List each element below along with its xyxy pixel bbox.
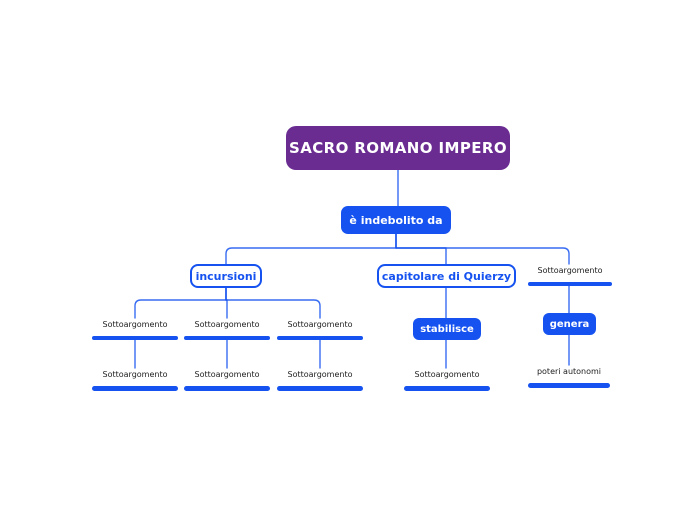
- node-label: Sottoargomento: [102, 320, 168, 329]
- connector-n2-n7: [225, 287, 321, 319]
- node-underline-bar: [404, 386, 490, 391]
- node-label: Sottoargomento: [194, 320, 260, 329]
- mindmap-node-n7[interactable]: Sottoargomento: [277, 318, 363, 340]
- mindmap-node-n1[interactable]: è indebolito da: [341, 206, 451, 234]
- node-label: Sottoargomento: [537, 266, 603, 275]
- mindmap-node-n3[interactable]: capitolare di Quierzy: [377, 264, 516, 288]
- node-underline-bar: [92, 386, 178, 391]
- connector-n1-n3: [395, 233, 447, 265]
- mindmap-node-n12[interactable]: Sottoargomento: [277, 368, 363, 391]
- mindmap-node-n8[interactable]: stabilisce: [413, 318, 481, 340]
- node-label: Sottoargomento: [194, 370, 260, 379]
- mindmap-node-n10[interactable]: Sottoargomento: [92, 368, 178, 391]
- mindmap-node-n13[interactable]: Sottoargomento: [404, 368, 490, 391]
- connector-n2-n5: [134, 287, 227, 319]
- node-underline-bar: [92, 336, 178, 340]
- node-label: è indebolito da: [349, 213, 443, 227]
- node-label: incursioni: [195, 269, 257, 283]
- mindmap-node-n6[interactable]: Sottoargomento: [184, 318, 270, 340]
- node-label: Sottoargomento: [414, 370, 480, 379]
- node-label: Sottoargomento: [102, 370, 168, 379]
- node-underline-bar: [528, 383, 610, 388]
- connector-n1-n4: [395, 233, 570, 265]
- mindmap-node-n4[interactable]: Sottoargomento: [528, 264, 612, 286]
- mindmap-node-n5[interactable]: Sottoargomento: [92, 318, 178, 340]
- node-label: SACRO ROMANO IMPERO: [289, 139, 507, 157]
- node-underline-bar: [184, 386, 270, 391]
- mindmap-node-root[interactable]: SACRO ROMANO IMPERO: [286, 126, 510, 170]
- node-underline-bar: [184, 336, 270, 340]
- connector-n2-n6: [225, 287, 228, 319]
- mindmap-node-n11[interactable]: Sottoargomento: [184, 368, 270, 391]
- node-underline-bar: [277, 386, 363, 391]
- node-label: genera: [549, 318, 590, 330]
- node-underline-bar: [528, 282, 612, 286]
- node-label: Sottoargomento: [287, 320, 353, 329]
- connector-n1-n2: [225, 233, 397, 265]
- node-label: capitolare di Quierzy: [381, 269, 512, 283]
- node-label: stabilisce: [420, 323, 474, 335]
- mindmap-node-n9[interactable]: genera: [543, 313, 596, 335]
- node-label: poteri autonomi: [536, 367, 602, 376]
- node-underline-bar: [277, 336, 363, 340]
- mindmap-node-n2[interactable]: incursioni: [190, 264, 262, 288]
- mindmap-node-n14[interactable]: poteri autonomi: [528, 365, 610, 388]
- node-label: Sottoargomento: [287, 370, 353, 379]
